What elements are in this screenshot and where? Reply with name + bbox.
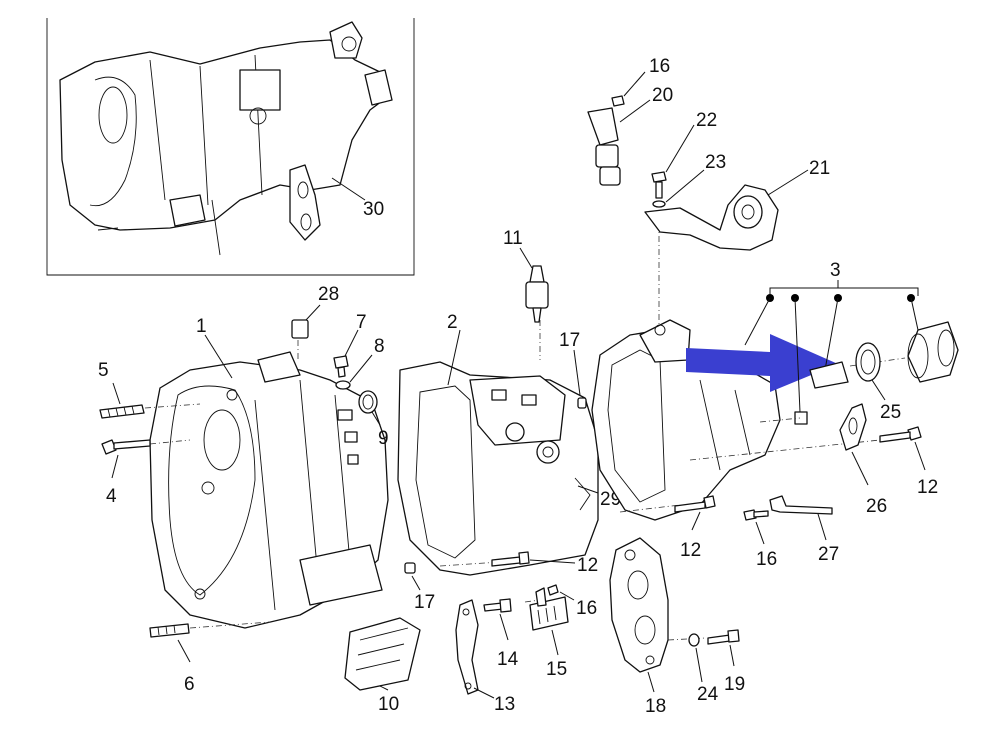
callout-6: 6: [184, 674, 195, 695]
part-24-gasket: 26: [839, 403, 887, 517]
callout-27: 25: [880, 402, 901, 423]
part-11-sensor: 11: [503, 228, 549, 323]
callout-1: 1: [196, 316, 207, 337]
part-15-connector: 15: [529, 587, 569, 680]
callout-16c: 16: [649, 56, 670, 77]
highlight-arrow: [686, 334, 838, 392]
callout-4: 4: [106, 486, 117, 507]
part-20-sensor: 20: [587, 85, 673, 186]
part-9-seal-ring: 9: [358, 390, 389, 449]
callout-25: 27: [818, 544, 839, 565]
part-8-washer: 8: [335, 336, 385, 390]
part-16-screw-b: 16: [743, 509, 777, 570]
part-25-clip: 27: [769, 495, 839, 565]
callout-23: 23: [705, 152, 726, 173]
callout-21: 21: [809, 158, 830, 179]
callout-20: 20: [652, 85, 673, 106]
callout-13: 13: [494, 694, 515, 715]
part-1-clutch-housing: 1: [149, 316, 389, 629]
part-23-washer: 23: [652, 152, 726, 208]
part-7-bolt: 7: [333, 312, 367, 378]
callout-8: 8: [374, 336, 385, 357]
callout-24: 26: [866, 496, 887, 517]
callout-9: 9: [378, 428, 389, 449]
callout-16b: 16: [756, 549, 777, 570]
callout-2: 2: [447, 312, 458, 333]
callout-16a: 16: [576, 598, 597, 619]
part-12-bolt-b: 12: [674, 495, 716, 561]
part-16-screw-a: 16: [547, 584, 597, 619]
part-17-pin-b: 17: [404, 562, 435, 613]
part-rear-housing: [591, 319, 808, 521]
callout-26: 24: [697, 684, 719, 705]
callout-7: 7: [356, 312, 367, 333]
part-28-plug: 28: [291, 284, 339, 339]
part-4-bolt: 4: [101, 439, 151, 507]
callout-12c: 12: [577, 555, 598, 576]
part-2-intermediate-housing: 2 29: [397, 312, 621, 576]
callout-30: 30: [363, 199, 384, 220]
assembled-view-inset: 30: [46, 18, 415, 276]
callout-14: 14: [497, 649, 519, 670]
part-14-bolt: 14: [483, 598, 519, 670]
callout-12b: 12: [680, 540, 701, 561]
part-17-pin-a: 17: [559, 330, 587, 409]
callout-19: 19: [724, 674, 745, 695]
callout-17a: 17: [559, 330, 580, 351]
part-10-cover: 10: [344, 617, 421, 715]
callout-11: 11: [503, 228, 523, 249]
callout-28: 28: [318, 284, 339, 305]
callout-18: 18: [645, 696, 666, 717]
callout-12a: 12: [917, 477, 938, 498]
part-6-stud: 6: [149, 623, 195, 695]
callout-22: 22: [696, 110, 717, 131]
part-16-screw-c: 16: [611, 56, 670, 107]
callout-15: 15: [546, 659, 567, 680]
part-21-mount: 21: [644, 158, 830, 251]
part-18-gasket: 18: [609, 537, 669, 717]
part-13-lever: 13: [455, 599, 515, 715]
part-26-washer: 24: [688, 633, 719, 705]
part-12-bolt-c: 12: [491, 551, 598, 576]
callout-10: 10: [378, 694, 399, 715]
callout-17b: 17: [414, 592, 435, 613]
callout-5: 5: [98, 360, 109, 381]
part-22-bolt: 22: [651, 110, 717, 199]
part-5-stud: 5: [98, 360, 145, 419]
part-12-bolt-a: 12: [879, 426, 938, 498]
part-19-bolt: 19: [707, 629, 745, 695]
callout-3: 3: [830, 260, 841, 281]
part-3-group: 3 25: [744, 260, 959, 423]
